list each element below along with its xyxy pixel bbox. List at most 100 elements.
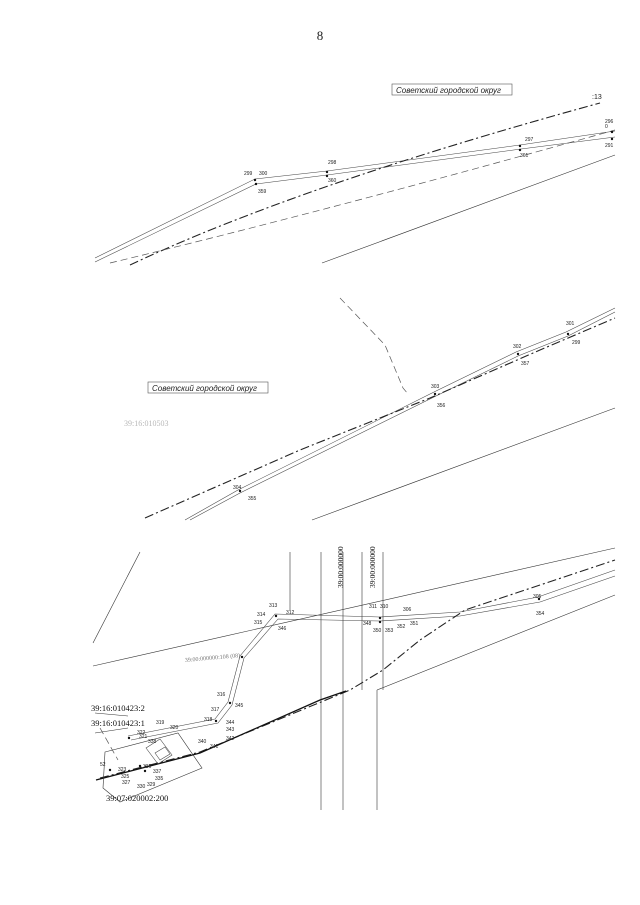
page-number: 8 xyxy=(316,28,324,43)
district-label: Советский городской округ xyxy=(396,86,501,95)
point-label: 350 xyxy=(373,628,382,634)
point-label: 296 xyxy=(605,119,614,125)
cadastral-label-b: 39:16:010423:1 xyxy=(91,718,145,728)
survey-point-marker xyxy=(325,170,329,174)
road-line xyxy=(321,154,616,264)
road-edge xyxy=(376,594,616,691)
point-label: 338 xyxy=(148,739,157,745)
survey-point-marker xyxy=(566,332,570,336)
point-label: 315 xyxy=(254,620,263,626)
point-label: 318 xyxy=(204,717,213,723)
point-label: 329 xyxy=(147,782,156,788)
point-label: 361 xyxy=(520,153,529,159)
survey-point-marker xyxy=(518,144,522,148)
point-label: 360 xyxy=(328,178,337,184)
point-label: 314 xyxy=(257,612,266,618)
edge-code-label: :13 xyxy=(592,94,602,101)
district-label: Советский городской округ xyxy=(152,384,257,393)
cadastral-vertical-1: 39:00:000000 xyxy=(336,546,345,588)
survey-point-marker xyxy=(143,769,147,773)
point-label: 354 xyxy=(536,611,545,617)
point-label: 341 xyxy=(210,744,219,750)
dashed-zone-line-b xyxy=(109,129,616,264)
district-label-box xyxy=(147,381,269,394)
point-label: 322 xyxy=(137,730,146,736)
point-label: 335 xyxy=(155,776,164,782)
boundary-bold-line xyxy=(95,690,347,781)
point-label: 336 xyxy=(143,764,152,770)
point-label: 327 xyxy=(122,780,131,786)
leader-line xyxy=(99,727,119,761)
point-label: 348 xyxy=(363,621,372,627)
point-label: 345 xyxy=(235,703,244,709)
parcel-small xyxy=(154,746,171,761)
point-label: 299 xyxy=(572,340,581,346)
survey-point-marker xyxy=(254,182,258,186)
point-label: 298 xyxy=(328,160,337,166)
point-label: 337 xyxy=(153,769,162,775)
cadastral-diagonal: 39:00:000000:108 (08) xyxy=(185,652,241,664)
point-label: 312 xyxy=(286,610,295,616)
parcel-outline xyxy=(102,732,203,803)
point-label: 297 xyxy=(525,137,534,143)
point-label: 346 xyxy=(278,626,287,632)
point-label: 303 xyxy=(431,384,440,390)
point-label: 299 xyxy=(244,171,253,177)
boundary-line-outer xyxy=(127,569,616,737)
point-label: 302 xyxy=(513,344,522,350)
point-label: 291 xyxy=(605,143,614,149)
point-label: 311 xyxy=(369,604,377,610)
frame-line xyxy=(92,547,616,667)
point-label: 351 xyxy=(410,621,419,627)
survey-point-marker xyxy=(240,655,244,659)
point-label: 300 xyxy=(259,171,268,177)
point-label: 352 xyxy=(397,624,406,630)
survey-point-marker xyxy=(214,719,218,723)
cadastral-label-a: 39:16:010423:2 xyxy=(91,703,145,713)
survey-point-marker xyxy=(610,130,614,134)
survey-point-marker xyxy=(108,768,112,772)
point-label: 357 xyxy=(521,361,530,367)
dashed-boundary-top xyxy=(339,297,409,395)
survey-point-marker xyxy=(253,178,257,182)
cadastral-label-c: 39:07:020002:200 xyxy=(106,793,168,803)
survey-point-marker xyxy=(127,736,131,740)
survey-point-marker xyxy=(610,137,614,141)
point-label: 319 xyxy=(156,720,165,726)
survey-point-marker xyxy=(325,174,329,178)
survey-point-marker xyxy=(516,352,520,356)
survey-point-marker xyxy=(537,597,541,601)
boundary-line-inner xyxy=(184,307,616,521)
point-label: 313 xyxy=(269,603,278,609)
point-label: 306 xyxy=(403,607,412,613)
boundary-line-outer xyxy=(189,311,616,521)
boundary-line-inner xyxy=(130,575,616,741)
survey-point-marker xyxy=(238,489,242,493)
point-label: 323 xyxy=(118,767,127,773)
point-label: 325 xyxy=(121,774,130,780)
cadastral-vertical-2: 39:00:000000 xyxy=(368,546,377,588)
point-label: 355 xyxy=(248,496,257,502)
point-label: 344 xyxy=(226,720,235,726)
survey-point-marker xyxy=(378,620,382,624)
boundary-line-inner xyxy=(94,136,616,263)
survey-point-marker xyxy=(274,614,278,618)
point-label: 304 xyxy=(233,485,242,491)
point-label: 330 xyxy=(137,784,146,790)
point-label: 305 xyxy=(533,594,542,600)
dashed-zone-line xyxy=(144,317,616,519)
frame-line xyxy=(92,551,141,644)
point-label: 343 xyxy=(226,727,235,733)
map-panel-middle: Советский городской округ 39:16:010503 3… xyxy=(124,297,616,521)
point-label: 356 xyxy=(437,403,446,409)
point-label: 0 xyxy=(605,124,608,130)
point-label: 353 xyxy=(385,628,394,634)
survey-point-marker xyxy=(138,764,142,768)
point-label: 52 xyxy=(100,762,106,768)
leader-line xyxy=(94,712,129,717)
faint-cadastral-label: 39:16:010503 xyxy=(124,419,168,428)
point-label: 301 xyxy=(566,321,575,327)
leader-line xyxy=(94,727,129,734)
survey-point-marker xyxy=(518,148,522,152)
survey-point-marker xyxy=(228,701,232,705)
